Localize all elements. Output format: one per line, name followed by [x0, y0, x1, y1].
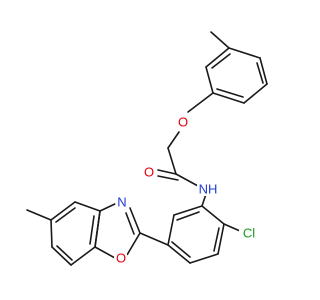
bond: [99, 202, 118, 212]
bond: [212, 92, 245, 104]
bond: [210, 31, 230, 49]
bond: [256, 62, 264, 84]
bond: [228, 47, 261, 59]
benzo-ring: [50, 201, 101, 266]
bond: [216, 88, 244, 98]
bond: [211, 53, 231, 69]
atom-amide-nitrogen: NH: [197, 182, 219, 197]
bond: [126, 232, 141, 256]
bond: [205, 66, 214, 94]
bond: [213, 227, 220, 252]
ether-oxygen-label: O: [178, 115, 188, 130]
bond: [74, 201, 101, 212]
tolyl-ring: [205, 47, 268, 104]
bond: [217, 223, 225, 255]
bond: [89, 215, 95, 245]
bond: [176, 211, 200, 221]
chlorophenyl-ring: [167, 205, 225, 264]
bond: [243, 83, 268, 104]
bond: [167, 214, 175, 246]
amide-nitrogen-label: NH: [199, 182, 218, 197]
molecule-canvas: O O NH N O Cl: [26, 31, 268, 266]
bond: [167, 244, 191, 264]
atom-ether-oxygen: O: [176, 115, 190, 130]
atom-oxazole-oxygen: O: [114, 251, 128, 266]
bond: [157, 169, 177, 175]
bond: [50, 219, 53, 248]
bond: [50, 201, 76, 221]
carbonyl-oxygen-label: O: [144, 165, 154, 180]
bond: [167, 147, 177, 175]
bond: [56, 245, 73, 261]
bond: [70, 246, 96, 266]
bond: [51, 246, 72, 266]
chlorine-label: Cl: [243, 226, 255, 241]
oxazole-oxygen-label: O: [116, 251, 126, 266]
bond: [175, 173, 199, 187]
bond: [94, 210, 101, 248]
bond: [201, 205, 225, 225]
bond: [157, 175, 179, 181]
bond: [94, 246, 116, 259]
atom-chlorine: Cl: [239, 226, 257, 241]
bond: [189, 253, 219, 264]
bond: [125, 212, 135, 235]
bond: [129, 207, 141, 234]
bond: [259, 57, 268, 85]
bond: [223, 223, 241, 232]
bond: [26, 209, 52, 221]
bond: [171, 241, 191, 258]
bond: [205, 47, 230, 68]
bond: [55, 207, 76, 223]
oxazole-nitrogen-label: N: [117, 195, 126, 210]
atom-carbonyl-oxygen: O: [142, 165, 156, 180]
bond: [139, 232, 169, 246]
bond: [173, 205, 203, 216]
structure-diagram: O O NH N O Cl: [26, 31, 268, 266]
atom-oxazole-nitrogen: N: [115, 195, 129, 210]
bond: [187, 92, 214, 113]
bond: [167, 131, 180, 149]
